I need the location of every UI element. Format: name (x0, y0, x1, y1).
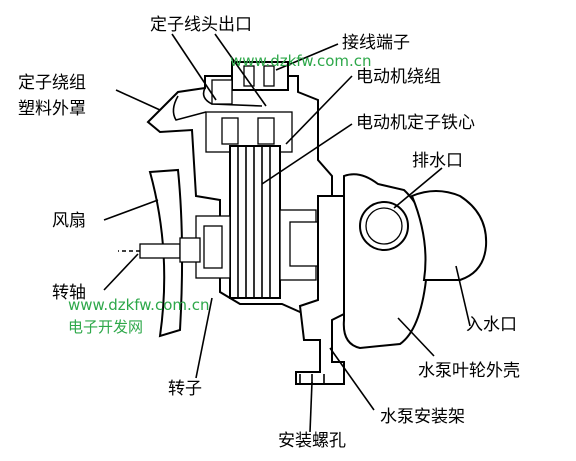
label-motor-winding: 电动机绕组 (356, 67, 441, 87)
watermark-site-name: 电子开发网 (68, 318, 143, 336)
label-stator-cover-2: 塑料外罩 (18, 99, 86, 119)
pump-bracket (295, 195, 345, 385)
label-drain: 排水口 (412, 151, 463, 171)
watermark-url-top: www.dzkfw.com.cn (230, 52, 372, 70)
watermark-url-bottom: www.dzkfw.com.cn (68, 296, 210, 314)
winding-slot (257, 117, 275, 145)
label-impeller-housing: 水泵叶轮外壳 (418, 361, 520, 381)
label-terminal: 接线端子 (342, 33, 410, 53)
drain-port-inner (365, 207, 403, 245)
terminal-pin (263, 65, 275, 87)
label-fan: 风扇 (52, 211, 86, 231)
stator-core (229, 145, 281, 299)
terminal-block (231, 61, 289, 91)
label-stator-outlet: 定子线头出口 (150, 15, 252, 35)
label-inlet: 入水口 (466, 315, 517, 335)
inlet-port (410, 190, 488, 281)
lead-wire-loop (172, 95, 207, 121)
label-stator-cover-1: 定子绕组 (18, 73, 86, 93)
winding-slot (221, 117, 239, 145)
leader-lines (103, 33, 471, 433)
label-rotor: 转子 (168, 379, 202, 399)
stator-lead-outlet (211, 79, 233, 105)
label-shaft: 转轴 (52, 283, 86, 303)
fan-hub (139, 243, 181, 259)
label-pump-bracket: 水泵安装架 (380, 407, 465, 427)
label-mount-hole: 安装螺孔 (278, 431, 346, 451)
rotor (179, 209, 321, 281)
label-stator-core: 电动机定子铁心 (356, 113, 475, 133)
